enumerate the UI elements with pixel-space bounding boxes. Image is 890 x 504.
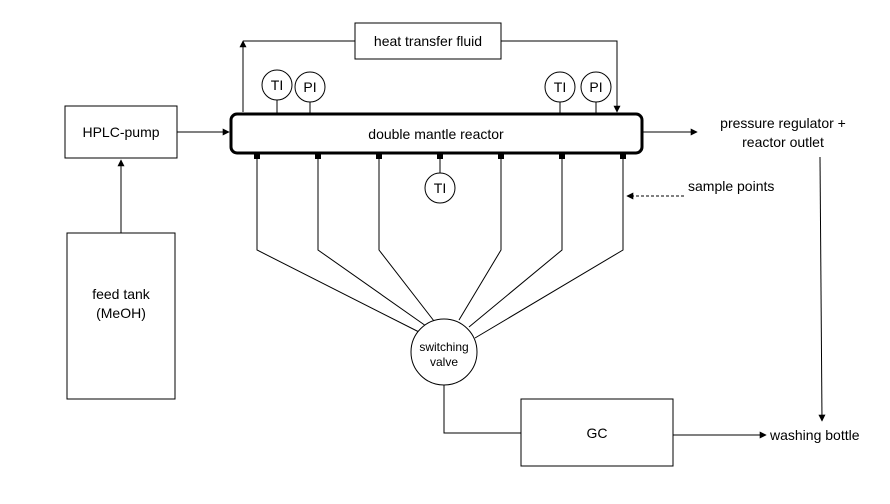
washing-bottle-label: washing bottle [769,427,860,443]
hplc-pump-box [64,105,178,159]
heat-transfer-loop [239,40,621,113]
instrument-connectors [276,100,597,114]
ti-bottom-circle [424,172,456,204]
pi-right-label: PI [589,79,602,95]
ti-left-circle [261,69,293,101]
switching-valve-label-line1: switching [419,340,468,354]
feed-tank-label-line1: feed tank [92,286,151,302]
sample-points-label: sample points [688,178,774,194]
feed-tank-label-line2: (MeOH) [96,305,146,321]
switching-valve-label-line2: valve [430,355,458,369]
valve-to-gc-line [443,385,521,434]
pressure-regulator-label-line2: reactor outlet [742,134,824,150]
sample-lines [256,156,624,339]
ti-right-label: TI [554,79,566,95]
ti-bottom-label: TI [434,180,446,196]
ti-right-circle [544,71,576,103]
gc-label: GC [587,425,608,441]
ti-left-label: TI [271,77,283,93]
outlet-to-washing-arrow [818,156,826,422]
gc-box [520,398,674,467]
reactor-box [229,112,644,155]
pi-left-circle [294,71,326,103]
hplc-pump-label: HPLC-pump [82,124,159,140]
pi-right-circle [580,71,612,103]
heat-transfer-fluid-box [354,22,502,60]
pressure-regulator-label-line1: pressure regulator + [720,115,846,131]
pi-left-label: PI [303,79,316,95]
heat-transfer-fluid-label: heat transfer fluid [374,33,482,49]
feed-tank-box [66,232,176,400]
sample-ports [254,153,626,159]
reactor-label: double mantle reactor [368,126,504,142]
